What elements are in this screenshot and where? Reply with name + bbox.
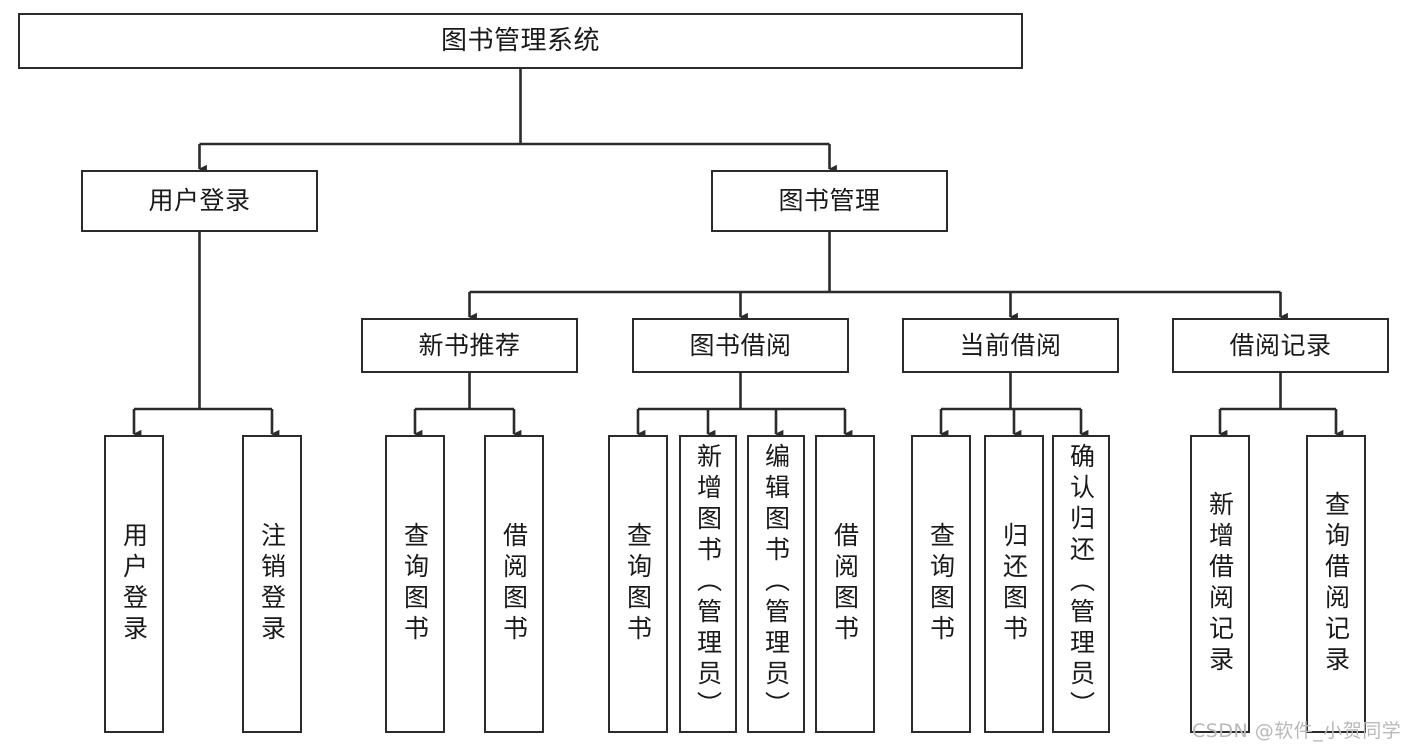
node-label: 查询借阅记录	[1321, 491, 1351, 677]
node-leaf-add-rec[interactable]: 新增借阅记录	[1190, 435, 1250, 733]
node-leaf-query-rec[interactable]: 查询借阅记录	[1306, 435, 1366, 733]
node-label: 查询图书	[400, 522, 430, 646]
node-label: 注销登录	[257, 522, 287, 646]
node-leaf-logout[interactable]: 注销登录	[242, 435, 302, 733]
node-label: 图书管理	[778, 186, 881, 216]
node-current-borrow[interactable]: 当前借阅	[902, 318, 1119, 373]
node-label: 用户登录	[119, 522, 149, 646]
node-leaf-query-1[interactable]: 查询图书	[385, 435, 445, 733]
node-leaf-query-2[interactable]: 查询图书	[608, 435, 668, 733]
node-label: 编辑图书（管理员）	[761, 443, 791, 722]
node-leaf-confirm[interactable]: 确认归还（管理员）	[1052, 435, 1110, 733]
node-label: 查询图书	[926, 522, 956, 646]
node-leaf-user-login[interactable]: 用户登录	[104, 435, 164, 733]
node-leaf-query-3[interactable]: 查询图书	[911, 435, 971, 733]
node-label: 当前借阅	[959, 330, 1062, 360]
node-borrow-record[interactable]: 借阅记录	[1172, 318, 1389, 373]
connector-lines	[132, 69, 1344, 439]
node-leaf-borrow-1[interactable]: 借阅图书	[484, 435, 544, 733]
node-book-borrow[interactable]: 图书借阅	[632, 318, 849, 373]
node-label: 借阅图书	[830, 522, 860, 646]
node-label: 新增图书（管理员）	[693, 443, 723, 722]
node-label: 归还图书	[999, 522, 1029, 646]
node-new-book-rec[interactable]: 新书推荐	[361, 318, 578, 373]
node-leaf-edit-book[interactable]: 编辑图书（管理员）	[747, 435, 805, 733]
node-label: 新增借阅记录	[1205, 491, 1235, 677]
node-label: 图书管理系统	[440, 25, 600, 56]
node-book-manage[interactable]: 图书管理	[711, 170, 948, 232]
node-user-login[interactable]: 用户登录	[81, 170, 318, 232]
node-label: 新书推荐	[418, 330, 521, 360]
node-label: 借阅记录	[1229, 330, 1332, 360]
node-label: 查询图书	[623, 522, 653, 646]
node-label: 用户登录	[148, 186, 251, 216]
node-leaf-add-book[interactable]: 新增图书（管理员）	[679, 435, 737, 733]
node-leaf-return[interactable]: 归还图书	[984, 435, 1044, 733]
node-label: 图书借阅	[689, 330, 792, 360]
node-root[interactable]: 图书管理系统	[18, 13, 1023, 69]
node-label: 确认归还（管理员）	[1066, 443, 1096, 722]
node-label: 借阅图书	[499, 522, 529, 646]
node-leaf-borrow-2[interactable]: 借阅图书	[815, 435, 875, 733]
